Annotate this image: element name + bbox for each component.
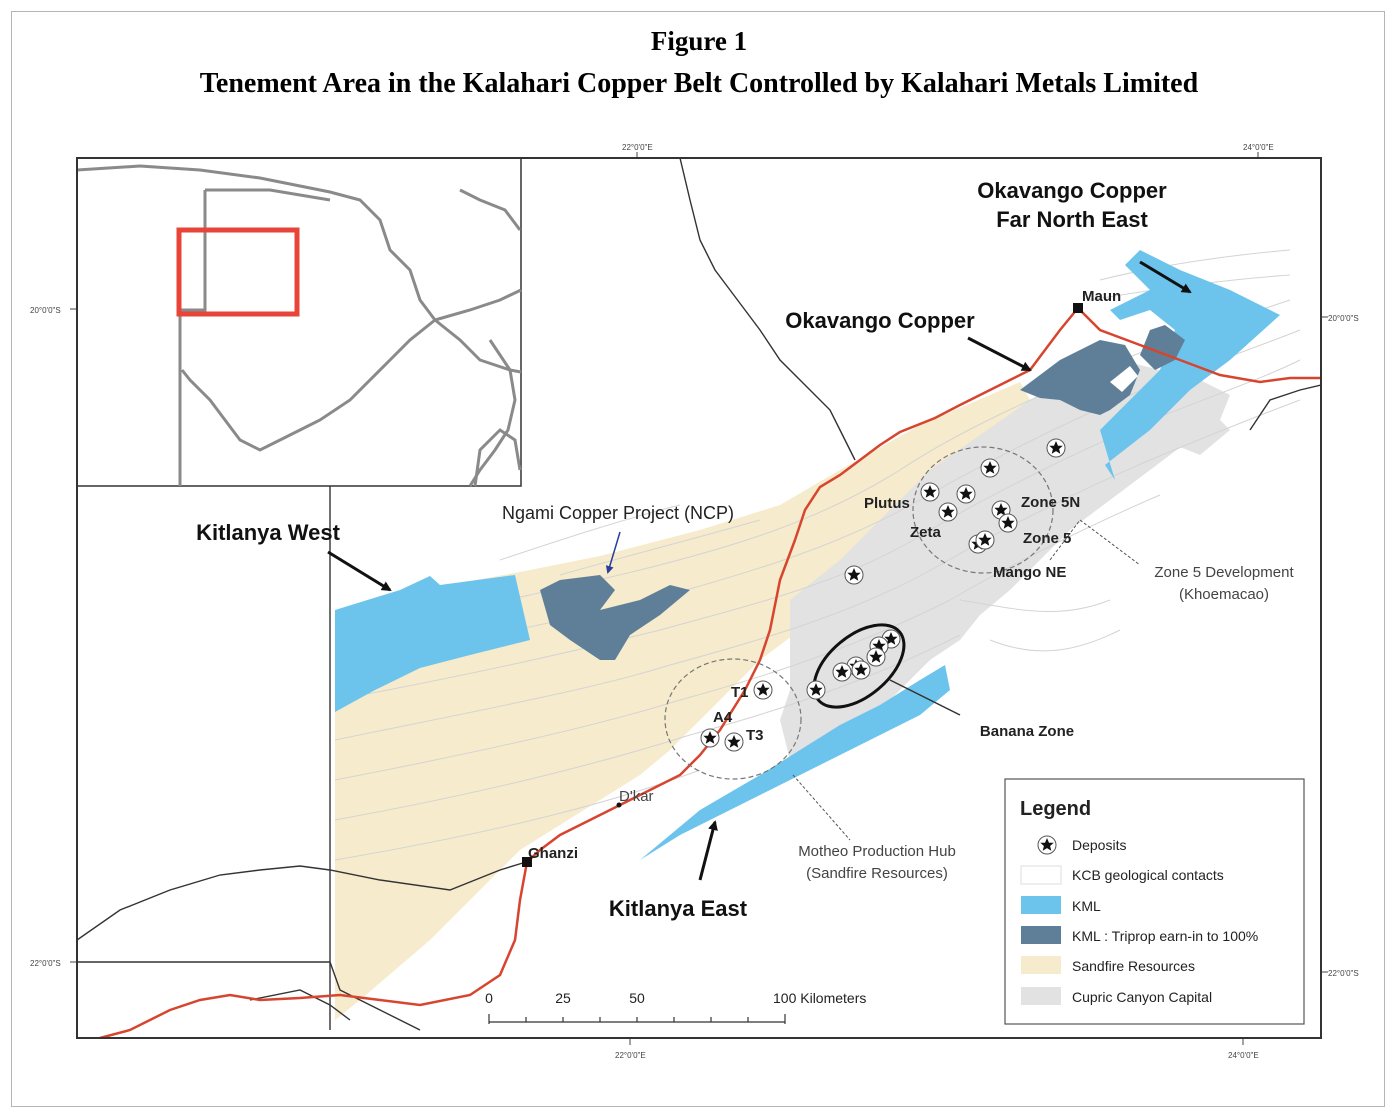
lon-top-right: 24°0'0"E (1243, 143, 1274, 152)
star-icon (956, 484, 976, 504)
label-ncp: Ngami Copper Project (NCP) (502, 503, 734, 523)
star-icon (832, 662, 852, 682)
arrows (327, 260, 1192, 881)
label-okavango-copper: Okavango Copper (785, 308, 975, 333)
lat-left-top: 20°0'0"S (30, 306, 61, 315)
dkar-marker (616, 802, 622, 808)
label-okavango-fne-1: Okavango Copper (977, 178, 1167, 203)
star-icon (700, 728, 720, 748)
label-banana-zone: Banana Zone (980, 723, 1074, 740)
label-kitlanya-west: Kitlanya West (196, 520, 341, 545)
star-icon (920, 482, 940, 502)
inset-map (77, 158, 522, 487)
label-t1: T1 (731, 684, 749, 701)
zone5-circle (912, 446, 1054, 574)
label-zone5-dev-1: Zone 5 Development (1154, 564, 1294, 581)
legend: Legend Deposits KCB geological contacts … (1004, 778, 1305, 1025)
legend-label-cupric: Cupric Canyon Capital (1072, 989, 1212, 1005)
label-kitlanya-east: Kitlanya East (609, 896, 748, 921)
maun-marker (1073, 303, 1083, 313)
figure-frame (11, 11, 1385, 1107)
label-a4: A4 (713, 709, 733, 726)
banana-zone-ellipse (812, 623, 906, 709)
label-t3: T3 (746, 727, 764, 744)
roads (99, 307, 1321, 1038)
star-icon (753, 680, 773, 700)
arrow-kitlanya-west (327, 550, 392, 592)
scale-tick-25: 25 (555, 990, 571, 1006)
scale-bar: 0 25 50 100 Kilometers (485, 990, 866, 1024)
lat-right-top: 20°0'0"S (1328, 314, 1359, 323)
label-okavango-fne-2: Far North East (996, 207, 1148, 232)
lon-bottom-left: 22°0'0"E (615, 1051, 646, 1060)
figure-number: Figure 1 (650, 26, 748, 56)
legend-label-deposits: Deposits (1072, 837, 1126, 853)
inset-borders (77, 164, 522, 487)
star-icon (866, 647, 886, 667)
legend-swatch-contacts (1020, 865, 1062, 885)
lon-bottom-right: 24°0'0"E (1228, 1051, 1259, 1060)
towns (522, 303, 1083, 867)
inset-extent-box (176, 227, 300, 317)
leader-lines (792, 519, 1141, 841)
lat-right-bottom: 22°0'0"S (1328, 969, 1359, 978)
arrow-okavango (967, 336, 1032, 372)
star-icon (998, 513, 1018, 533)
star-icon (1037, 835, 1057, 855)
star-icon (724, 732, 744, 752)
legend-swatch-sandfire (1021, 956, 1061, 974)
label-motheo-1: Motheo Production Hub (798, 843, 956, 860)
label-mango-ne: Mango NE (993, 564, 1066, 581)
legend-label-triprop: KML : Triprop earn-in to 100% (1072, 928, 1258, 944)
scale-tick-50: 50 (629, 990, 645, 1006)
label-plutus: Plutus (864, 495, 910, 512)
label-zone5-dev-2: (Khoemacao) (1179, 586, 1269, 603)
ghanzi-marker (522, 857, 532, 867)
triprop-gaps (1110, 366, 1138, 392)
legend-label-sandfire: Sandfire Resources (1072, 958, 1195, 974)
scale-tick-0: 0 (485, 990, 493, 1006)
star-icon (938, 502, 958, 522)
star-icon (851, 660, 871, 680)
legend-swatch-cupric (1021, 987, 1061, 1005)
legend-label-contacts: KCB geological contacts (1072, 867, 1224, 883)
arrow-kitlanya-east (698, 820, 718, 881)
arrow-okavango-fne (1139, 260, 1192, 294)
label-ghanzi: Ghanzi (528, 845, 578, 862)
lat-left-bottom: 22°0'0"S (30, 959, 61, 968)
star-icon (806, 680, 826, 700)
star-icon (975, 530, 995, 550)
kml-triprop-area (540, 325, 1185, 660)
legend-title: Legend (1020, 798, 1091, 820)
label-motheo-2: (Sandfire Resources) (806, 865, 948, 882)
star-icon (980, 458, 1000, 478)
map-border (76, 157, 1322, 1039)
star-icon (1046, 438, 1066, 458)
label-maun: Maun (1082, 288, 1121, 305)
motheo-circle (664, 658, 802, 780)
label-zone5n: Zone 5N (1021, 494, 1080, 511)
label-zone5: Zone 5 (1023, 530, 1071, 547)
label-dkar: D'kar (619, 788, 654, 805)
legend-swatch-triprop (1021, 926, 1061, 944)
scale-end-label: 100 Kilometers (773, 990, 866, 1006)
arrow-ncp (605, 531, 621, 574)
legend-label-kml: KML (1072, 898, 1101, 914)
lon-top-left: 22°0'0"E (622, 143, 653, 152)
figure-title: Tenement Area in the Kalahari Copper Bel… (199, 68, 1199, 99)
star-icon (844, 565, 864, 585)
frame-ticks (70, 152, 1328, 1045)
label-zeta: Zeta (910, 524, 942, 541)
legend-swatch-kml (1021, 896, 1061, 914)
